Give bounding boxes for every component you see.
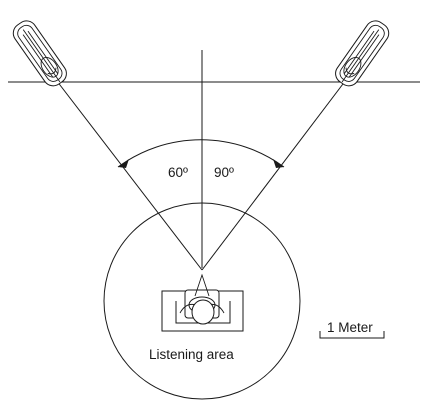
listening-area-label: Listening area xyxy=(149,347,234,362)
right-arc-arrow xyxy=(273,159,284,168)
angle-label-left: 60º xyxy=(168,165,188,180)
scale-bar xyxy=(319,331,385,339)
listener-seat xyxy=(161,273,244,332)
left-speaker-line xyxy=(49,71,203,271)
right-speaker-line xyxy=(201,71,353,271)
listening-area-circle xyxy=(103,202,301,400)
left-arc-arrow xyxy=(118,159,129,168)
scale-label: 1 Meter xyxy=(327,320,373,335)
angle-arc xyxy=(117,139,285,168)
angle-label-right: 90º xyxy=(214,165,234,180)
left-speaker xyxy=(12,20,67,87)
right-speaker xyxy=(335,20,390,87)
